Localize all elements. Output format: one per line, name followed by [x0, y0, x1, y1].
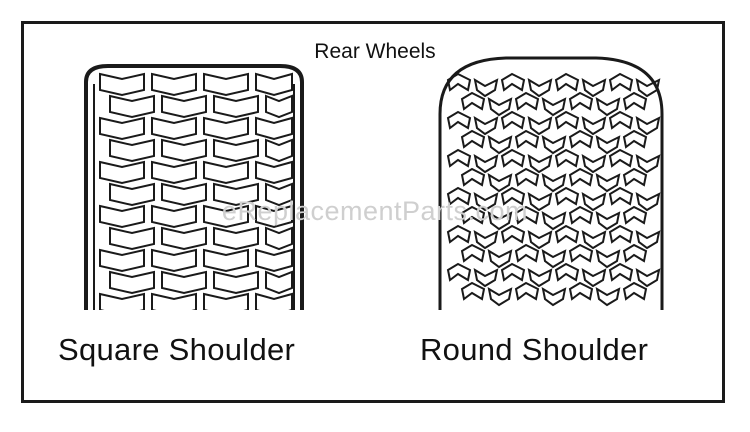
- diagram-frame: [21, 21, 725, 403]
- square-shoulder-tire: [84, 64, 304, 310]
- round-shoulder-tire: [438, 56, 664, 310]
- square-shoulder-caption: Square Shoulder: [58, 332, 296, 367]
- round-shoulder-caption: Round Shoulder: [420, 332, 649, 367]
- watermark-text: eReplacementParts.com: [221, 196, 529, 226]
- diagram-title: Rear Wheels: [314, 40, 436, 63]
